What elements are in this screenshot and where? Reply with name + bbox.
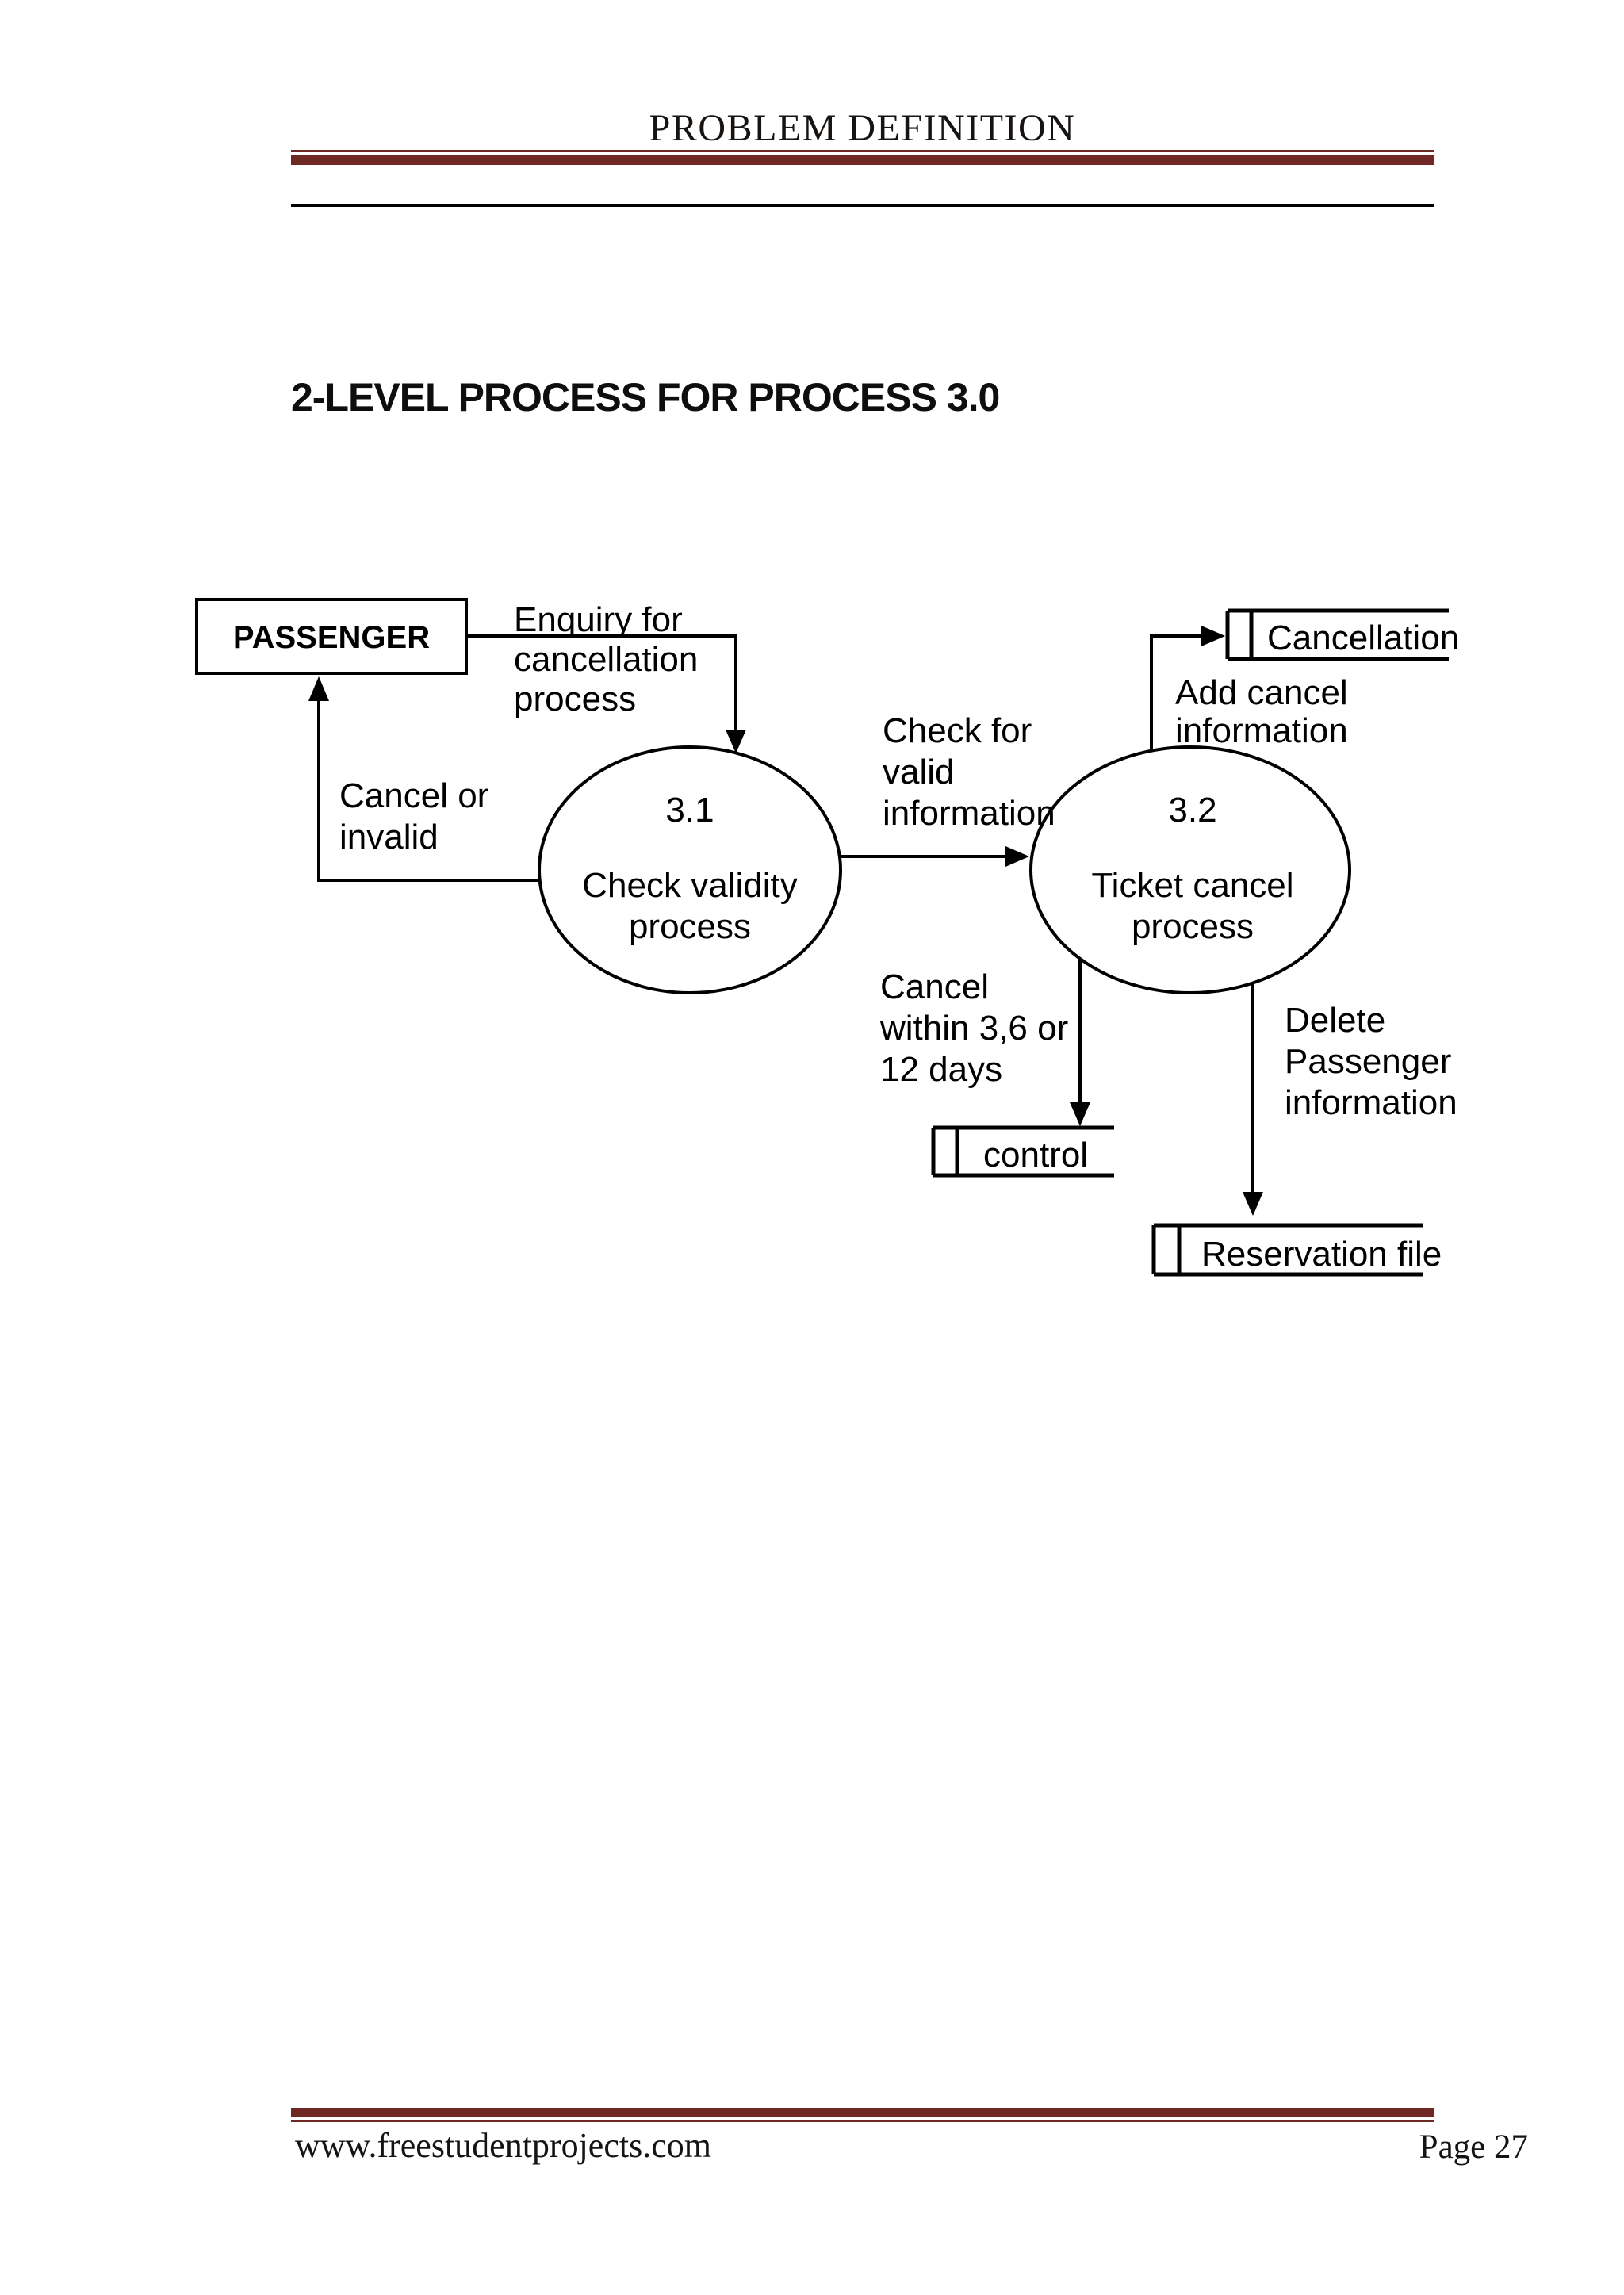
process-3-1-id: 3.1 <box>665 791 714 829</box>
flow-delete-passenger-label-line2: Passenger <box>1285 1042 1451 1081</box>
footer-rule-thick <box>291 2108 1434 2117</box>
process-3-1-name-line1: Check validity <box>582 866 797 905</box>
flow-check-valid-arrow <box>839 846 1029 867</box>
flow-add-cancel-label-line1: Add cancel <box>1175 673 1348 712</box>
flow-delete-passenger-label-line3: information <box>1285 1083 1457 1122</box>
process-3-1-name-line2: process <box>629 907 751 946</box>
flow-enquiry-label-line3: process <box>514 680 636 718</box>
datastore-cancellation-label: Cancellation <box>1267 619 1459 657</box>
flow-enquiry-label-line2: cancellation <box>514 640 698 679</box>
datastore-reservation-file-label: Reservation file <box>1201 1235 1442 1274</box>
process-3-2-name-line2: process <box>1132 907 1254 946</box>
process-3-2-bubble <box>1029 745 1351 994</box>
flow-enquiry-label-line1: Enquiry for <box>514 600 683 639</box>
process-3-2-id: 3.2 <box>1168 791 1216 829</box>
passenger-entity-label: PASSENGER <box>233 620 430 655</box>
datastore-reservation-file: Reservation file <box>1151 1223 1442 1277</box>
arrowhead-right-icon <box>1005 846 1029 867</box>
flow-add-cancel-arrow <box>1150 626 1225 752</box>
flow-delete-passenger-label-line1: Delete <box>1285 1001 1385 1040</box>
flow-enquiry-arrow <box>466 634 746 753</box>
flow-check-valid-label-line3: information <box>883 794 1055 833</box>
flow-cancel-within-label-line2: within 3,6 or <box>879 1009 1068 1048</box>
section-heading: 2-LEVEL PROCESS FOR PROCESS 3.0 <box>291 375 1000 420</box>
arrowhead-down-icon <box>1070 1102 1090 1126</box>
datastore-control: control <box>931 1125 1114 1178</box>
flow-cancel-invalid-label-line1: Cancel or <box>339 776 488 815</box>
footer-page-number: Page 27 <box>1419 2128 1528 2166</box>
arrowhead-down-icon <box>1243 1192 1263 1216</box>
process-3-1-bubble <box>538 745 842 994</box>
flow-cancel-within-label-line1: Cancel <box>880 967 989 1006</box>
flow-cancel-invalid-label-line2: invalid <box>339 818 439 856</box>
flow-check-valid-label-line1: Check for <box>883 711 1032 750</box>
arrowhead-right-icon <box>1201 626 1225 646</box>
header-divider-line <box>291 204 1434 207</box>
arrowhead-up-icon <box>308 676 329 701</box>
datastore-cancellation: Cancellation <box>1225 608 1459 661</box>
process-3-2-name-line1: Ticket cancel <box>1091 866 1293 905</box>
header-rule-thick <box>291 155 1434 165</box>
footer-rule-thin <box>291 2120 1434 2122</box>
header-rule-thin <box>291 150 1434 152</box>
flow-cancel-within-arrow <box>1070 959 1090 1126</box>
flow-check-valid-label-line2: valid <box>883 753 955 791</box>
datastore-control-label: control <box>983 1136 1088 1174</box>
flow-cancel-invalid-arrow <box>308 676 541 882</box>
flow-cancel-within-label-line3: 12 days <box>880 1050 1002 1089</box>
flow-add-cancel-label-line2: information <box>1175 711 1348 750</box>
footer-website-text: www.freestudentprojects.com <box>295 2126 711 2165</box>
arrowhead-down-icon <box>726 730 746 753</box>
flow-delete-passenger-arrow <box>1243 984 1263 1216</box>
page-header-title: PROBLEM DEFINITION <box>649 107 1076 149</box>
